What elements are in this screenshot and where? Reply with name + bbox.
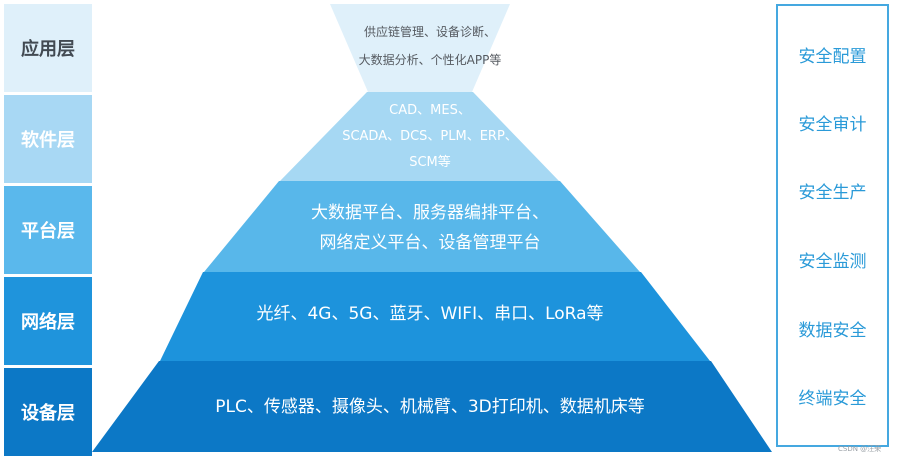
tier-line: 大数据平台、服务器编排平台、 (311, 203, 549, 223)
pyramid-text-application: 供应链管理、设备诊断、 大数据分析、个性化APP等 (264, 18, 596, 74)
tier-line: 大数据分析、个性化APP等 (358, 53, 502, 67)
tier-line: SCM等 (409, 155, 451, 170)
pyramid-diagram (92, 4, 772, 452)
pyramid-tier-software (280, 92, 559, 181)
tier-line: SCADA、DCS、PLM、ERP、 (342, 129, 518, 144)
security-panel: 安全配置 安全审计 安全生产 安全监测 数据安全 终端安全 (776, 4, 889, 447)
pyramid-text-network: 光纤、4G、5G、蓝牙、WIFI、串口、LoRa等 (180, 302, 680, 328)
security-item-terminal: 终端安全 (798, 389, 867, 409)
tier-line: PLC、传感器、摄像头、机械臂、3D打印机、数据机床等 (215, 397, 645, 417)
pyramid-tier-application (330, 4, 510, 92)
layer-application: 应用层 (4, 4, 92, 92)
pyramid-tier-platform (204, 181, 640, 272)
security-item-data: 数据安全 (798, 321, 867, 341)
security-item-audit: 安全审计 (798, 115, 867, 135)
pyramid-text-software: CAD、MES、 SCADA、DCS、PLM、ERP、 SCM等 (250, 98, 610, 176)
security-item-config: 安全配置 (798, 47, 867, 67)
pyramid-text-platform: 大数据平台、服务器编排平台、 网络定义平台、设备管理平台 (220, 198, 640, 258)
tier-line: CAD、MES、 (389, 103, 471, 118)
pyramid-text-device: PLC、传感器、摄像头、机械臂、3D打印机、数据机床等 (120, 395, 740, 421)
tier-line: 光纤、4G、5G、蓝牙、WIFI、串口、LoRa等 (256, 304, 604, 324)
layer-column: 应用层 软件层 平台层 网络层 设备层 (4, 4, 92, 459)
layer-platform: 平台层 (4, 186, 92, 274)
pyramid-tier-network (160, 272, 710, 361)
security-item-monitoring: 安全监测 (798, 252, 867, 272)
tier-line: 供应链管理、设备诊断、 (363, 25, 496, 39)
layer-device: 设备层 (4, 368, 92, 456)
layer-network: 网络层 (4, 277, 92, 365)
layer-software: 软件层 (4, 95, 92, 183)
watermark: CSDN @汪荣 (838, 445, 882, 453)
pyramid-tier-device (92, 361, 772, 452)
tier-line: 网络定义平台、设备管理平台 (319, 233, 541, 253)
security-item-production: 安全生产 (798, 183, 867, 203)
